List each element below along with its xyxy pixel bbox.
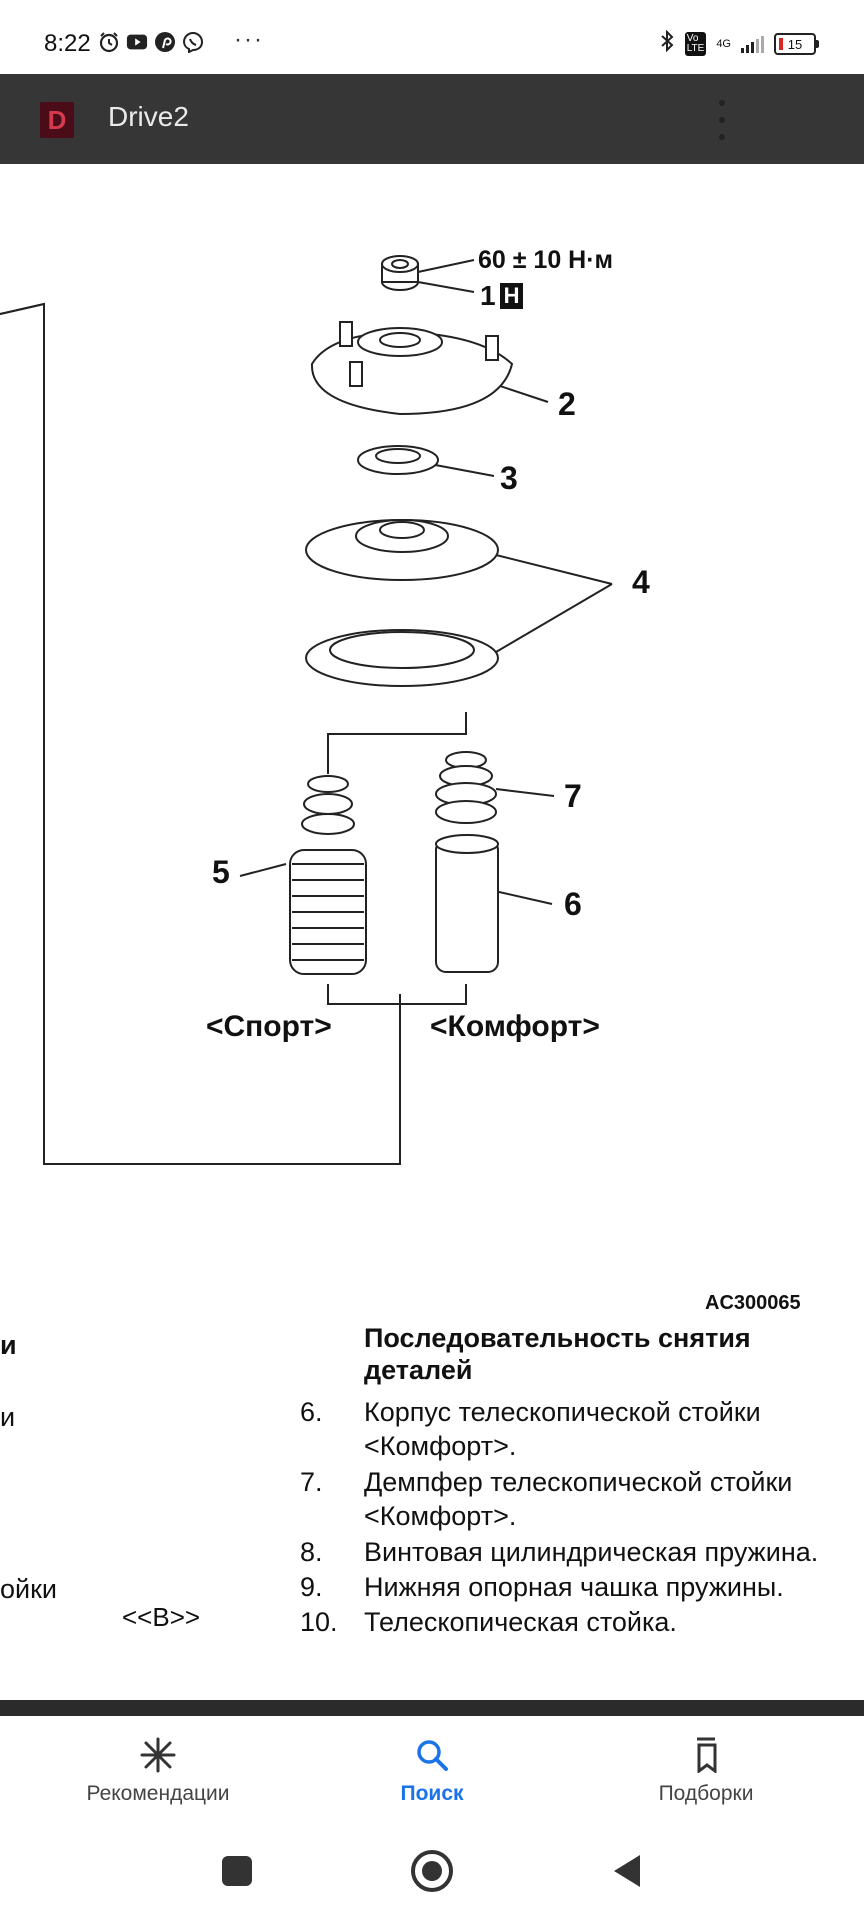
item-number: 7. [300,1467,323,1497]
app-title: Drive2 [108,101,189,132]
procedure-list: 6. Корпус телескопической стойки <Комфор… [300,1395,864,1640]
bracket-line [327,712,467,774]
search-icon [322,1734,542,1776]
youtube-icon [126,31,148,53]
frame-line [0,303,45,315]
signal-icon [741,35,764,53]
list-item: 9. Нижняя опорная чашка пружины. [300,1570,864,1605]
strut-mount-part [310,321,514,416]
callout-5: 5 [212,854,230,890]
home-circle-icon[interactable] [407,1846,457,1896]
item-number: 6. [300,1397,323,1427]
item-text: Корпус телескопической стойки <Комфорт>. [364,1397,761,1461]
sport-label: <Спорт> [206,1010,332,1043]
nav-collections[interactable]: Подборки [596,1734,816,1806]
list-item: 7. Демпфер телескопической стойки <Комфо… [300,1465,864,1535]
leader-line [239,863,287,877]
page-image: 60 ± 10 Н·м 1 H 2 3 4 5 6 7 <Спорт> <Ком… [0,164,864,1700]
nav-search[interactable]: Поиск [322,1734,542,1806]
item-text: Нижняя опорная чашка пружины. [364,1572,784,1602]
more-dot-icon [719,100,725,106]
callout-2: 2 [558,386,576,422]
leader-line [495,583,613,653]
strut-exploded-diagram [0,255,613,1165]
left-fragment: ойки [0,1574,57,1604]
nut-callout: 1 [480,280,496,311]
pinterest-icon [154,31,176,53]
spring-seat-part [305,519,499,581]
left-fragment: и [0,1402,16,1432]
item-text: Винтовая цилиндрическая пружина. [364,1537,819,1567]
leader-line [429,463,495,477]
comfort-label: <Комфорт> [430,1010,600,1043]
figure-code: AC300065 [705,1292,801,1314]
item-number: 10. [300,1607,338,1637]
item-text: Демпфер телескопической стойки <Комфорт>… [364,1467,793,1531]
leader-line [495,788,555,797]
bracket-line [327,984,467,1005]
strut-body-part [435,834,499,973]
leader-line [417,259,475,273]
list-item: 10. Телескопическая стойка. [300,1605,864,1640]
alarm-icon [98,31,120,53]
more-menu-button[interactable] [712,100,732,140]
nut-badge: H [499,283,524,309]
viber-icon [182,31,204,53]
dust-cover-part [289,775,367,975]
bottom-navigation: Рекомендации Поиск Подборки [0,1716,864,1826]
bookmarks-icon [596,1734,816,1776]
nav-label: Поиск [400,1782,464,1805]
back-triangle-icon[interactable] [602,1846,652,1896]
app-bar: D Drive2 [0,74,864,164]
leader-line [417,281,475,293]
item-number: 9. [300,1572,323,1602]
callout-3: 3 [500,460,518,496]
more-dot-icon [719,117,725,123]
leader-line [491,553,613,585]
callout-6: 6 [564,886,582,922]
nav-recommendations[interactable]: Рекомендации [48,1734,268,1806]
status-more: ··· [234,26,264,53]
list-item: 8. Винтовая цилиндрическая пружина. [300,1535,864,1570]
callout-7: 7 [564,778,582,814]
network-type: 4G [716,38,731,50]
battery-icon: 15 [774,33,819,55]
bump-stop-part [435,751,497,824]
nut-part [381,255,419,291]
image-edge [0,1700,864,1716]
b-sign: <<B>> [122,1602,201,1632]
system-navigation [0,1826,864,1920]
battery-level: 15 [787,36,803,52]
status-time: 8:22 [44,30,91,57]
recents-square-icon[interactable] [212,1846,262,1896]
item-number: 8. [300,1537,323,1567]
more-dot-icon [719,134,725,140]
spring-pad-part [305,629,499,687]
nut-number: 1 H [480,280,524,312]
app-logo: D [40,102,74,138]
nav-label: Рекомендации [86,1782,230,1805]
bluetooth-icon [659,29,675,58]
item-text: Телескопическая стойка. [364,1607,677,1637]
list-item: 6. Корпус телескопической стойки <Комфор… [300,1395,864,1465]
section-title: Последовательность снятия деталей [364,1323,751,1385]
bearing-part [357,445,439,475]
callout-4: 4 [632,564,650,600]
nav-label: Подборки [658,1782,754,1805]
asterisk-icon [48,1734,268,1776]
torque-label: 60 ± 10 Н·м [478,246,614,274]
left-fragment: и [0,1330,17,1360]
